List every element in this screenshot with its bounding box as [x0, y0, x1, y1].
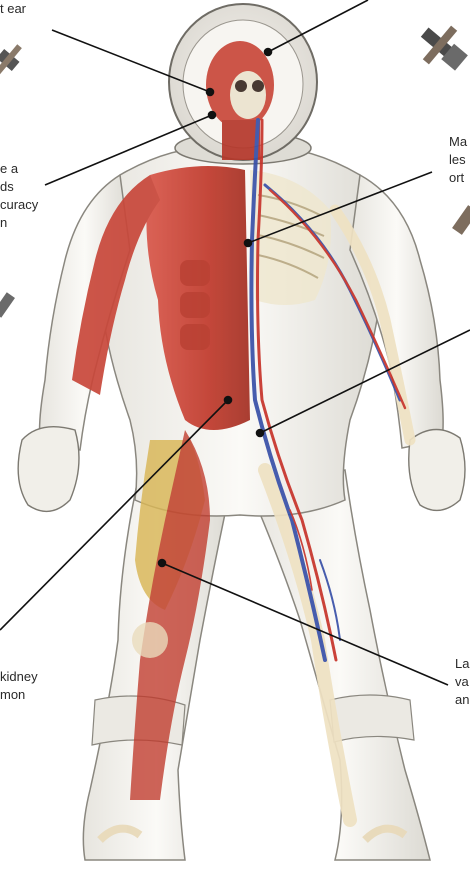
satellite-icon	[0, 40, 27, 80]
satellite-icon	[452, 205, 470, 235]
leader-dot-head-top	[265, 49, 272, 56]
leader-dot-thigh	[159, 560, 166, 567]
leader-dot-kidney	[225, 397, 232, 404]
callout-thigh: La va an	[455, 655, 469, 709]
satellite-icon	[411, 15, 470, 80]
callout-accuracy: e a ds curacy n	[0, 160, 38, 232]
leader-dot-neck	[209, 112, 216, 119]
satellite-icon	[0, 292, 15, 317]
leader-dot-pelvis	[257, 430, 264, 437]
callout-kidney: kidney mon	[0, 668, 38, 704]
callout-ear: t ear	[0, 0, 26, 18]
leader-dot-ear	[207, 89, 214, 96]
leader-dot-chest	[245, 240, 252, 247]
callout-chest: Ma les ort	[449, 133, 467, 187]
